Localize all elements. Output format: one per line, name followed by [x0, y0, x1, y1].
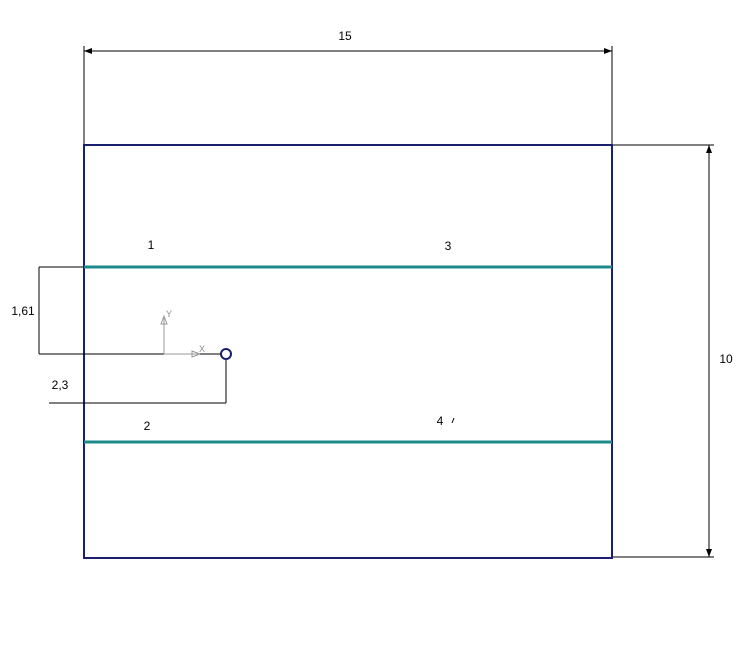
x-axis-arrow: [191, 350, 202, 358]
coordinate-axes: Y X: [160, 309, 221, 358]
plate-outline: [83, 144, 613, 559]
line-label-4-tick: [451, 417, 455, 424]
width-dimension: 15: [83, 29, 613, 144]
vertical-offset-dimension: 1,61: [11, 266, 164, 355]
x-axis-label: X: [199, 344, 205, 354]
load-point-marker: [220, 348, 232, 360]
vertical-offset-label: 1,61: [11, 304, 35, 318]
horizontal-offset-dimension: 2,3: [49, 360, 227, 404]
height-dimension: 10: [612, 144, 733, 558]
y-axis-label: Y: [166, 309, 172, 319]
height-arrow-bottom: [706, 549, 712, 557]
line-label-2: 2: [144, 419, 151, 433]
height-arrow-top: [706, 145, 712, 153]
y-axis-arrow: [160, 314, 168, 325]
width-arrow-right: [604, 48, 612, 54]
height-dimension-label: 10: [719, 352, 733, 366]
line-label-4: 4: [437, 414, 444, 428]
width-arrow-left: [84, 48, 92, 54]
line-label-1: 1: [148, 238, 155, 252]
line-label-3: 3: [445, 239, 452, 253]
width-dimension-label: 15: [338, 29, 352, 43]
horizontal-offset-label: 2,3: [52, 378, 69, 392]
